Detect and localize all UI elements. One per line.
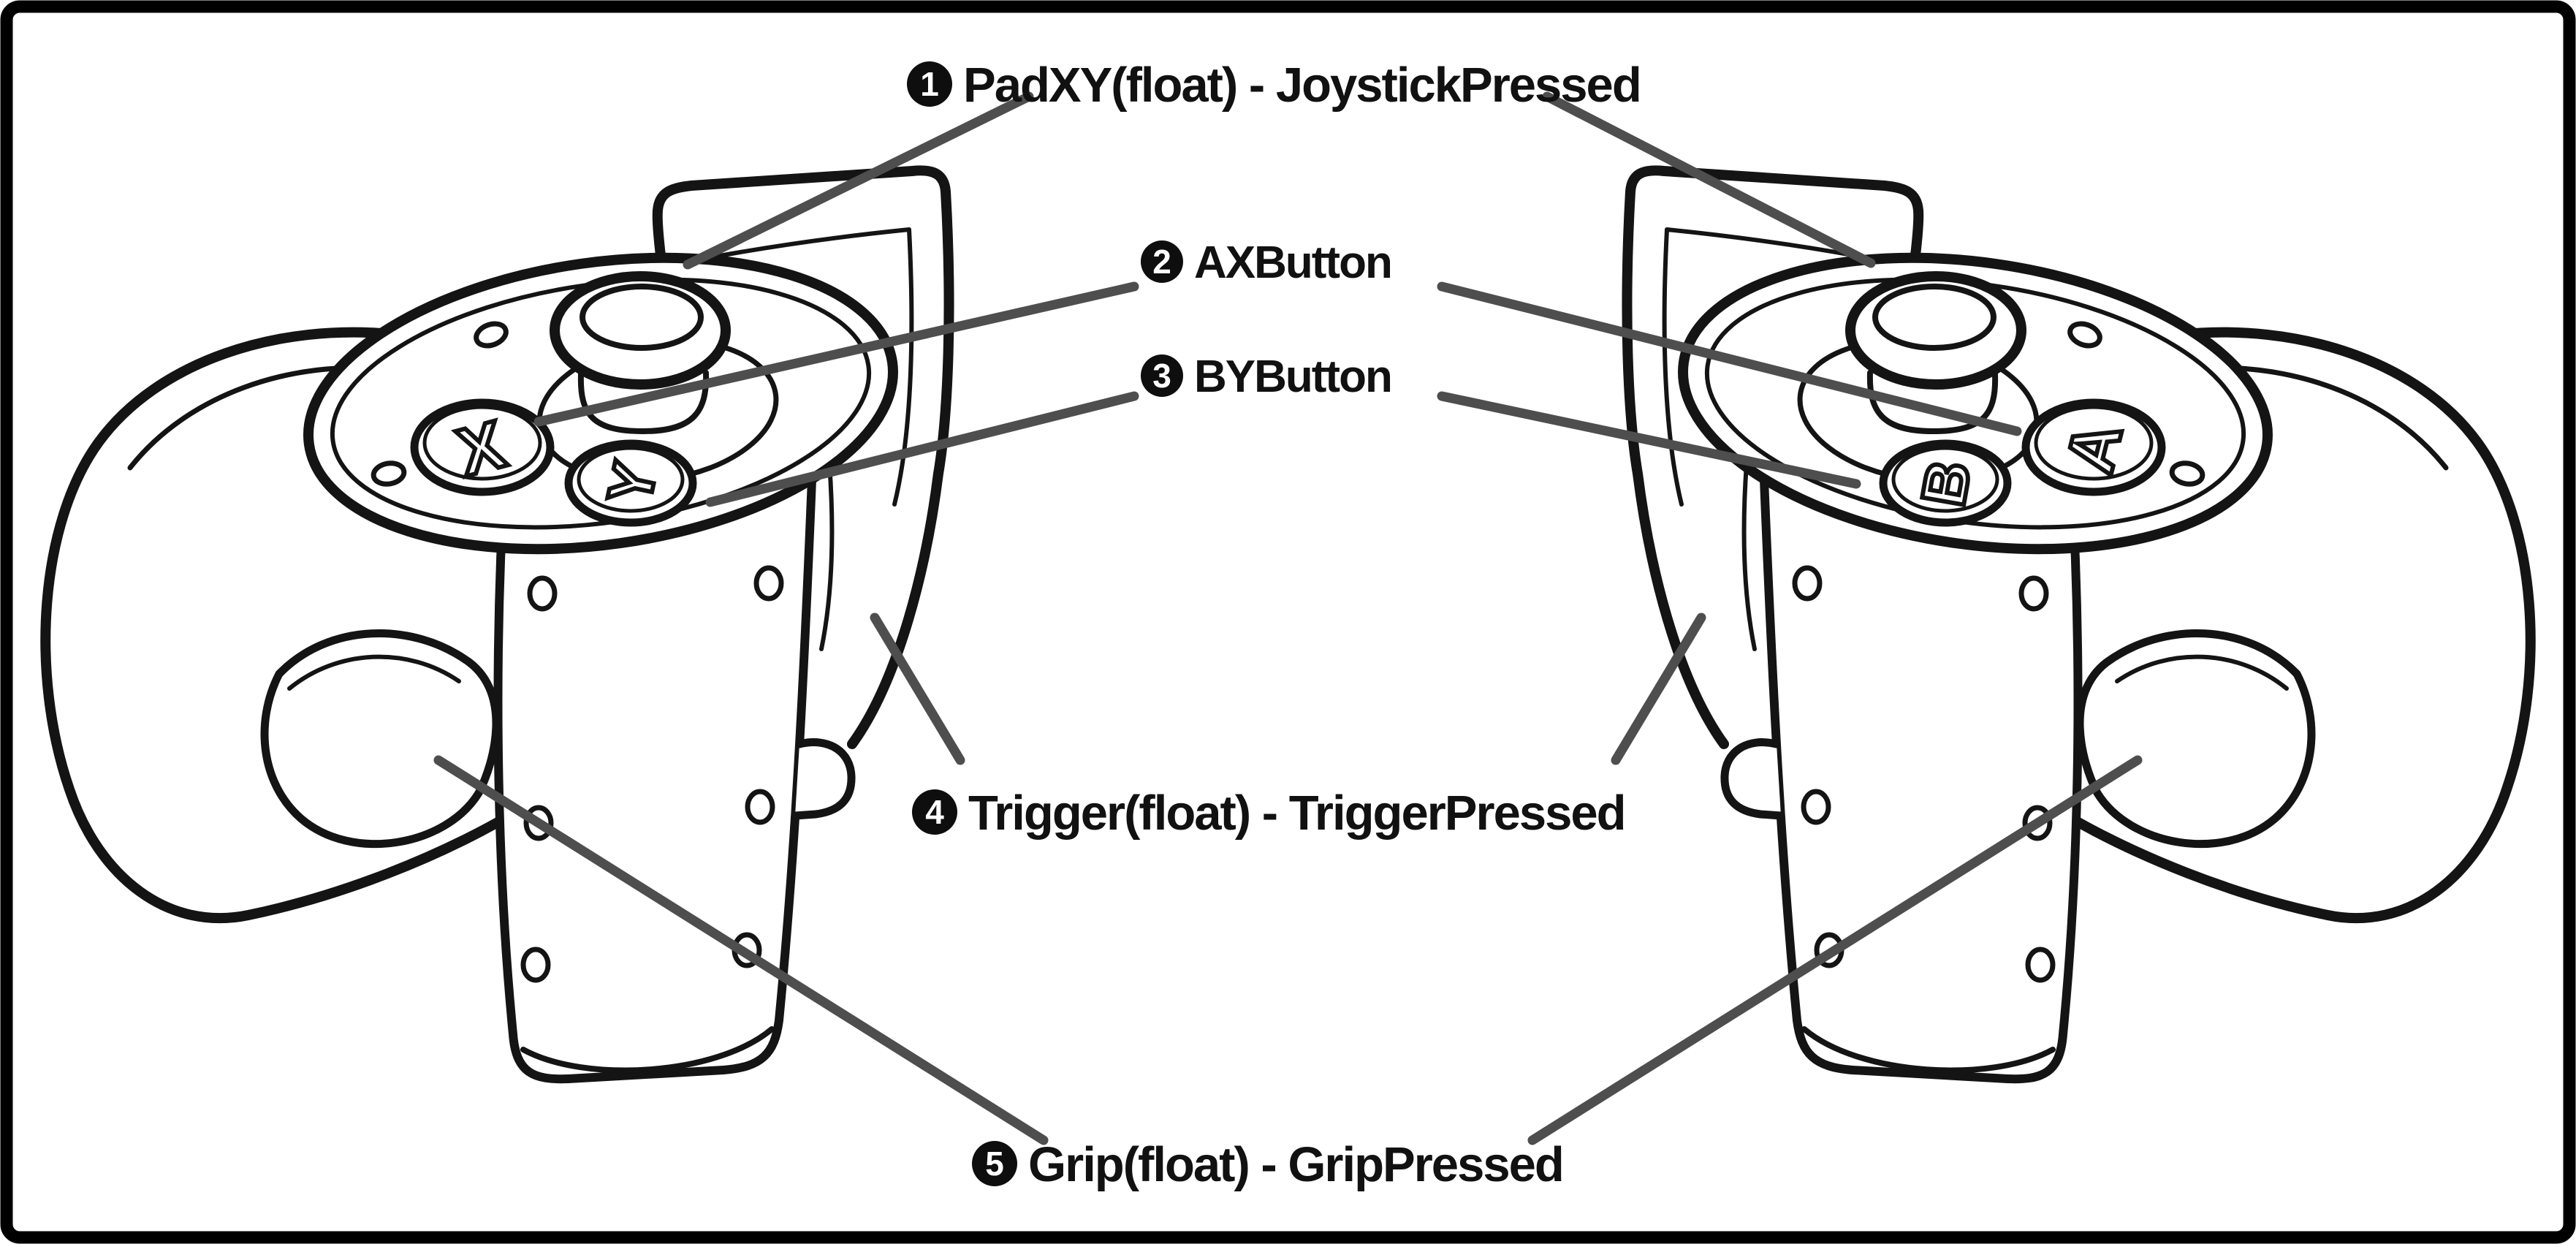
callout-bullet-number: 1 xyxy=(920,65,939,103)
leader-line-grip-right xyxy=(1527,755,2143,1145)
callout-trigger: 4 Trigger(float) - TriggerPressed xyxy=(912,786,1627,841)
callout-axbutton: 2 AXButton xyxy=(1141,238,1393,288)
leader-line-grip-left xyxy=(433,755,1049,1145)
leader-line-joystick-right xyxy=(1542,91,1876,268)
callout-padxy: 1 PadXY(float) - JoystickPressed xyxy=(907,58,1642,113)
callout-grip: 5 Grip(float) - GripPressed xyxy=(972,1137,1565,1192)
callout-bullet xyxy=(1141,354,1183,397)
callout-bullet xyxy=(1141,240,1183,283)
callout-bybutton: 3 BYButton xyxy=(1141,352,1393,402)
leader-line-joystick-left xyxy=(683,91,1034,270)
left-controller-illustration: X Y xyxy=(45,170,949,1079)
leader-line-axbutton-left xyxy=(533,281,1139,427)
right-controller-illustration: B A xyxy=(1627,170,2530,1079)
callout-bullet-number: 2 xyxy=(1152,243,1171,281)
callout-bullet-number: 4 xyxy=(925,793,944,831)
callout-bullet-number: 5 xyxy=(985,1145,1004,1183)
leader-line-bybutton-right xyxy=(1437,391,1861,489)
leader-line-axbutton-right xyxy=(1437,281,2022,436)
leader-line-bybutton-left xyxy=(705,391,1139,507)
callout-text: PadXY(float) - JoystickPressed xyxy=(963,58,1641,113)
callout-text: Grip(float) - GripPressed xyxy=(1028,1137,1563,1192)
callout-bullet-number: 3 xyxy=(1152,357,1171,395)
leader-lines xyxy=(433,91,2143,1145)
callout-text: AXButton xyxy=(1194,238,1391,288)
callout-text: BYButton xyxy=(1194,352,1391,402)
callout-bullet xyxy=(972,1141,1017,1186)
leader-line-trigger-left xyxy=(870,612,965,765)
callout-bullet xyxy=(907,61,952,107)
leader-line-trigger-right xyxy=(1611,612,1706,765)
callout-text: Trigger(float) - TriggerPressed xyxy=(968,786,1625,841)
callout-bullet xyxy=(912,789,957,835)
